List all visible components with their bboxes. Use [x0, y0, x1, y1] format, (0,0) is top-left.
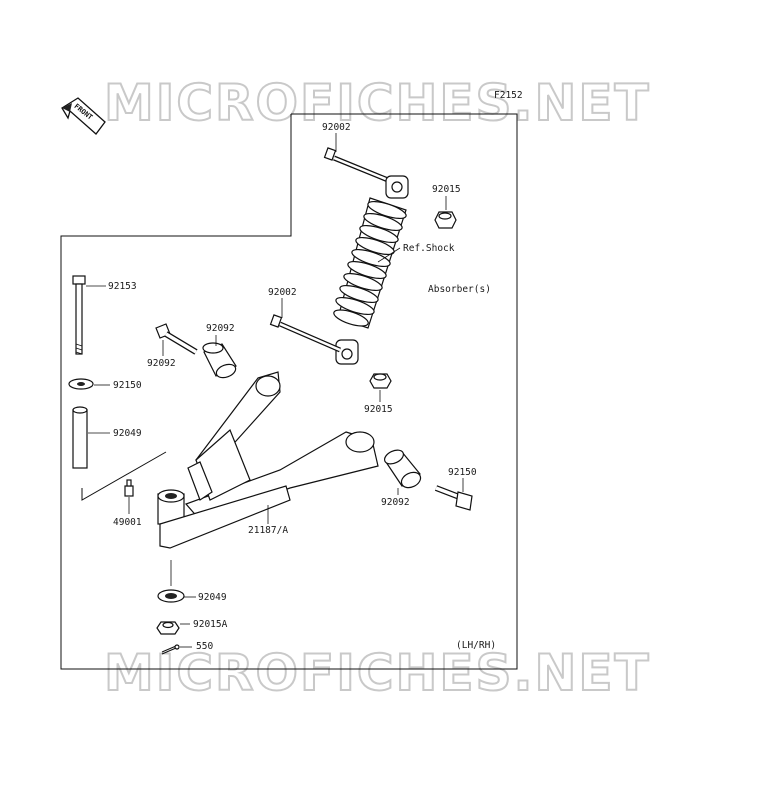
- bushing-92092-left: [202, 342, 237, 379]
- lower-nut: [369, 373, 392, 389]
- label-ref-shock: Ref.Shock: [403, 243, 455, 254]
- upper-nut: [434, 211, 457, 229]
- variant-note: (LH/RH): [456, 640, 496, 651]
- label-92153: 92153: [108, 281, 137, 292]
- label-92150-right: 92150: [448, 467, 477, 478]
- label-92015-upper: 92015: [432, 184, 461, 195]
- label-21187a: 21187/A: [248, 525, 288, 536]
- washer-lower: [157, 589, 185, 603]
- label-absorber: Absorber(s): [428, 284, 491, 295]
- bolt-92150-left: [155, 323, 198, 355]
- a-arm: [157, 371, 379, 549]
- watermark-bottom: MICROFICHES.NET: [104, 644, 651, 702]
- label-92150-left-text: 92092: [147, 358, 176, 369]
- label-92002-upper: 92002: [322, 122, 351, 133]
- label-92092-left-text: 92092: [206, 323, 235, 334]
- castle-nut: [156, 621, 180, 635]
- label-92049-lower: 92049: [198, 592, 227, 603]
- label-92092-right: 92092: [381, 497, 410, 508]
- label-92015-lower: 92015: [364, 404, 393, 415]
- cotter-pin: [161, 644, 180, 655]
- bolt-92150-right: [434, 485, 473, 511]
- lower-bolt: [269, 314, 341, 353]
- subframe-outline: [81, 451, 167, 501]
- label-550: 550: [196, 641, 213, 652]
- shock-absorber: [333, 175, 409, 365]
- label-92002-lower-text: 92002: [268, 287, 297, 298]
- washer-upper: [68, 378, 94, 390]
- label-49001: 49001: [113, 517, 142, 528]
- upper-bolt: [323, 147, 389, 183]
- figure-code: F2152: [494, 90, 523, 101]
- label-42036: 92049: [113, 428, 142, 439]
- bushing-92092-right: [383, 449, 422, 489]
- grease-nipple: [124, 479, 134, 497]
- watermark-top: MICROFICHES.NET: [104, 74, 651, 132]
- label-92015a: 92015A: [193, 619, 228, 630]
- long-bolt: [72, 275, 86, 355]
- assembly-frame: [60, 113, 518, 670]
- label-92049-upper: 92150: [113, 380, 142, 391]
- collar: [72, 406, 88, 469]
- front-arrow-icon: FRONT: [61, 97, 106, 135]
